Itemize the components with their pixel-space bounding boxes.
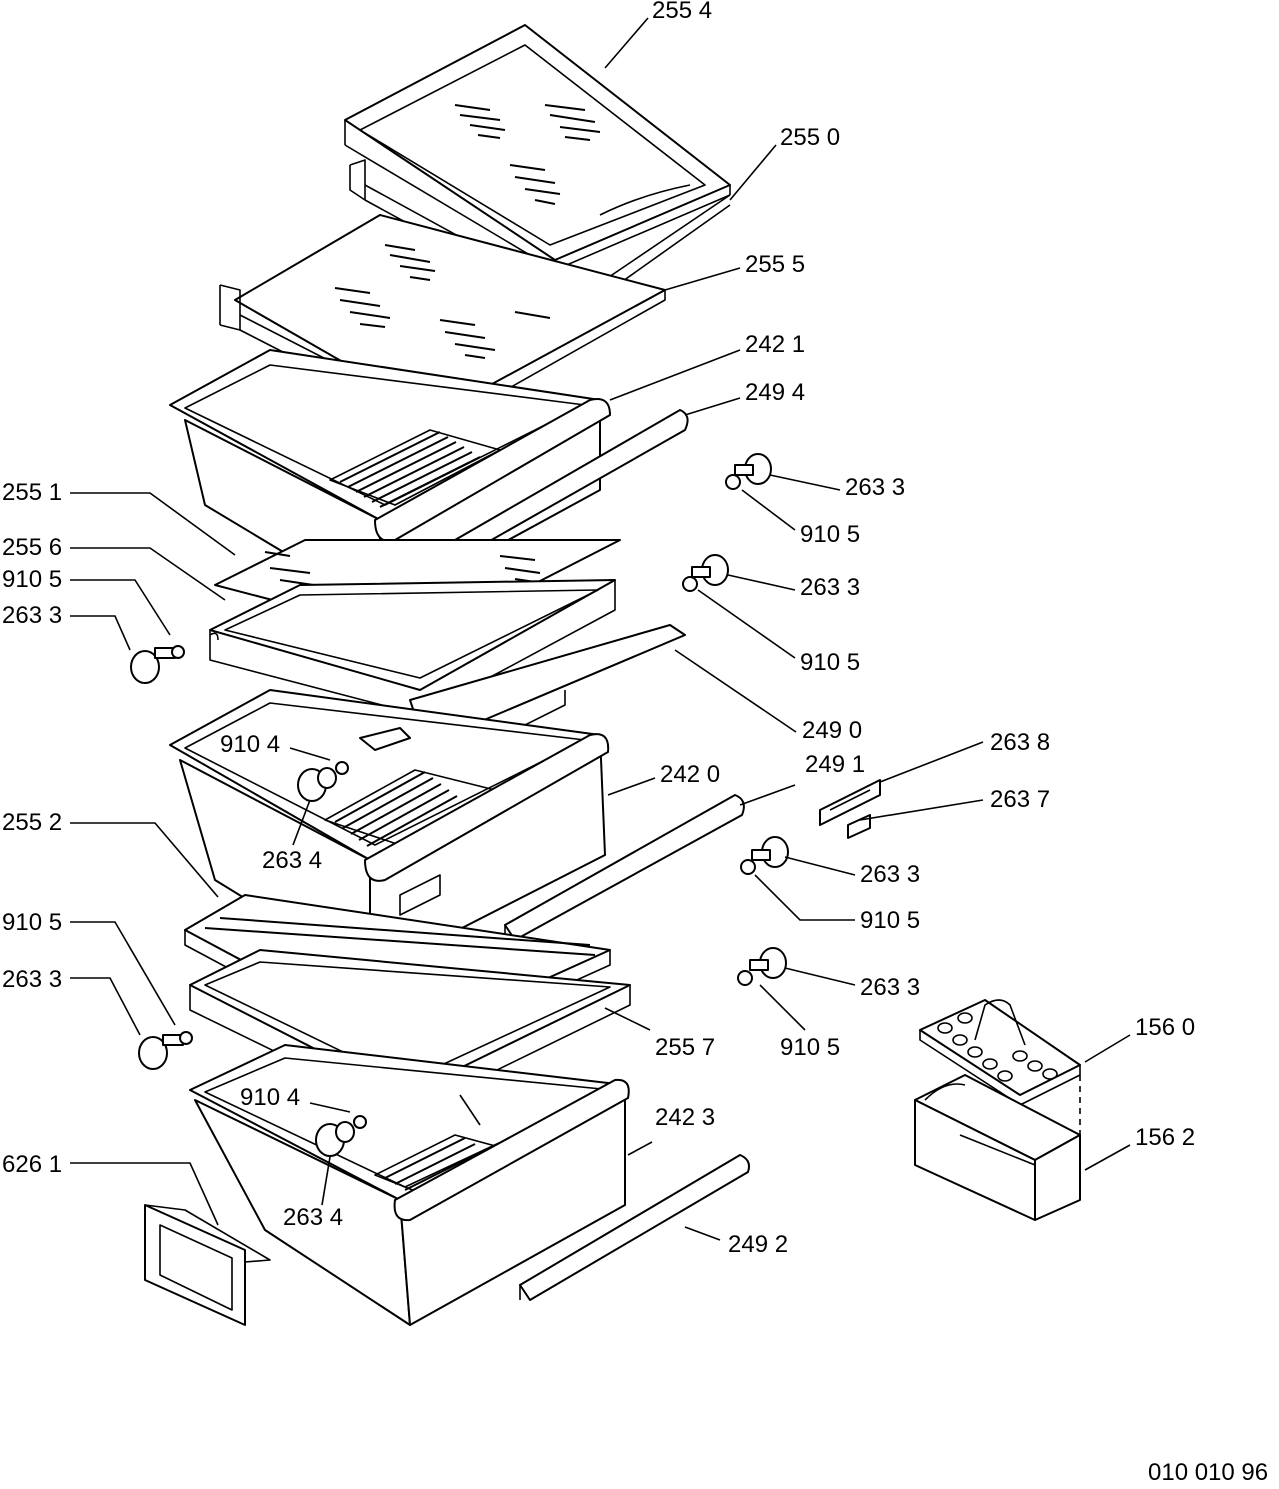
part-263-8-bracket (819, 779, 881, 826)
label-249-2: 249 2 (728, 1231, 788, 1258)
label-910-5-b: 910 5 (2, 566, 62, 593)
label-263-3-e: 263 3 (2, 966, 62, 993)
label-910-5-d: 910 5 (860, 907, 920, 934)
label-263-3-c: 263 3 (800, 574, 860, 601)
label-263-3-b: 263 3 (2, 602, 62, 629)
label-255-5: 255 5 (745, 251, 805, 278)
label-255-2: 255 2 (2, 809, 62, 836)
part-242-1-upper-drawer (169, 349, 611, 611)
leader-lines (70, 17, 1131, 1241)
label-249-4: 249 4 (745, 379, 805, 406)
label-626-1: 626 1 (2, 1151, 62, 1178)
label-255-6: 255 6 (2, 534, 62, 561)
label-242-3: 242 3 (655, 1104, 715, 1131)
label-263-8: 263 8 (990, 729, 1050, 756)
label-263-4-a: 263 4 (262, 847, 322, 874)
label-263-3-d: 263 3 (860, 861, 920, 888)
drawing-number: 010 010 96 (1148, 1459, 1268, 1486)
label-156-0: 156 0 (1135, 1014, 1195, 1041)
knob-screw-assemblies (130, 453, 789, 1157)
label-249-1: 249 1 (805, 751, 865, 778)
label-263-3-a: 263 3 (845, 474, 905, 501)
part-626-1-label-holder (144, 1204, 271, 1326)
part-156-2-egg-bin (914, 1074, 1081, 1221)
label-910-5-a: 910 5 (800, 521, 860, 548)
label-910-5-f: 910 5 (780, 1034, 840, 1061)
part-255-4-top-shelf (344, 24, 731, 271)
part-263-7-clip (847, 814, 871, 839)
label-263-7: 263 7 (990, 786, 1050, 813)
label-255-0: 255 0 (780, 124, 840, 151)
label-242-0: 242 0 (660, 761, 720, 788)
label-910-4-a: 910 4 (220, 731, 280, 758)
label-263-4-b: 263 4 (283, 1204, 343, 1231)
label-910-5-e: 910 5 (2, 909, 62, 936)
part-249-2-trim (519, 1154, 750, 1301)
label-910-5-c: 910 5 (800, 649, 860, 676)
label-910-4-b: 910 4 (240, 1084, 300, 1111)
part-242-3-lower-drawer (189, 1044, 630, 1326)
label-156-2: 156 2 (1135, 1124, 1195, 1151)
label-249-0: 249 0 (802, 717, 862, 744)
label-263-3-f: 263 3 (860, 974, 920, 1001)
label-255-7: 255 7 (655, 1034, 715, 1061)
label-255-1: 255 1 (2, 479, 62, 506)
label-242-1: 242 1 (745, 331, 805, 358)
part-255-6-frame (209, 579, 616, 716)
label-255-4: 255 4 (652, 0, 712, 24)
